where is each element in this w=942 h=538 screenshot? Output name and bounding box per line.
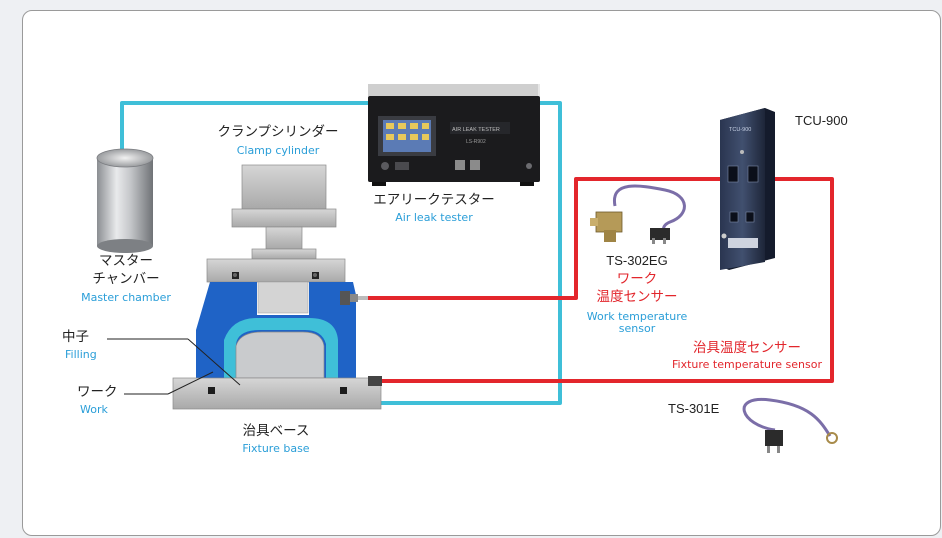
leader-lines bbox=[107, 338, 241, 395]
master-chamber-label-en: Master chamber bbox=[81, 291, 171, 304]
fixture-temp-sensor-label-jp: 治具温度センサー bbox=[693, 340, 801, 356]
master-chamber-label-jp-2: チャンバー bbox=[92, 271, 160, 287]
tester-model-small: LS-R902 bbox=[466, 139, 486, 145]
tcu-face-label: TCU-900 bbox=[729, 127, 751, 133]
fixture-temp-sensor-label-en: Fixture temperature sensor bbox=[671, 358, 823, 371]
work-label-jp: ワーク bbox=[77, 384, 118, 400]
air-leak-tester-label-en: Air leak tester bbox=[395, 211, 473, 224]
fixture-base-label-en: Fixture base bbox=[242, 442, 310, 455]
work-temp-sensor-label-en-2: sensor bbox=[618, 322, 656, 335]
filling-label-en: Filling bbox=[65, 348, 97, 361]
air-leak-tester-device: AIR LEAK TESTER LS-R902 bbox=[368, 84, 540, 186]
work-temp-sensor-label-en-1: Work temperature bbox=[586, 310, 688, 323]
jig-fixture bbox=[172, 272, 382, 410]
work-temp-sensor-label-jp-2: 温度センサー bbox=[596, 289, 678, 305]
clamp-cylinder bbox=[206, 164, 346, 283]
ts-302eg-sensor bbox=[590, 184, 686, 244]
clamp-cylinder-label-jp: クランプシリンダー bbox=[217, 124, 339, 140]
ts-301e-label: TS-301E bbox=[668, 401, 720, 416]
fixture-base-label-jp: 治具ベース bbox=[242, 423, 310, 439]
clamp-cylinder-label-en: Clamp cylinder bbox=[236, 144, 320, 157]
master-chamber bbox=[96, 148, 154, 253]
work-temp-sensor-label-jp-1: ワーク bbox=[616, 271, 658, 287]
ts-301e-sensor bbox=[742, 397, 838, 453]
master-chamber-label-jp-1: マスター bbox=[99, 253, 153, 269]
tcu-900-label: TCU-900 bbox=[795, 113, 848, 128]
tester-screen-title: AIR LEAK TESTER bbox=[452, 127, 500, 133]
fixture-sensor-fitting bbox=[368, 376, 382, 386]
air-leak-tester-label-jp: エアリークテスター bbox=[373, 192, 495, 208]
filling-label-jp: 中子 bbox=[62, 329, 89, 345]
sensor-line bbox=[356, 177, 834, 383]
work-label-en: Work bbox=[80, 403, 108, 416]
work-sensor-fitting bbox=[340, 291, 368, 305]
tcu-900-device: TCU-900 bbox=[720, 108, 775, 270]
ts-302eg-label: TS-302EG bbox=[606, 253, 668, 268]
